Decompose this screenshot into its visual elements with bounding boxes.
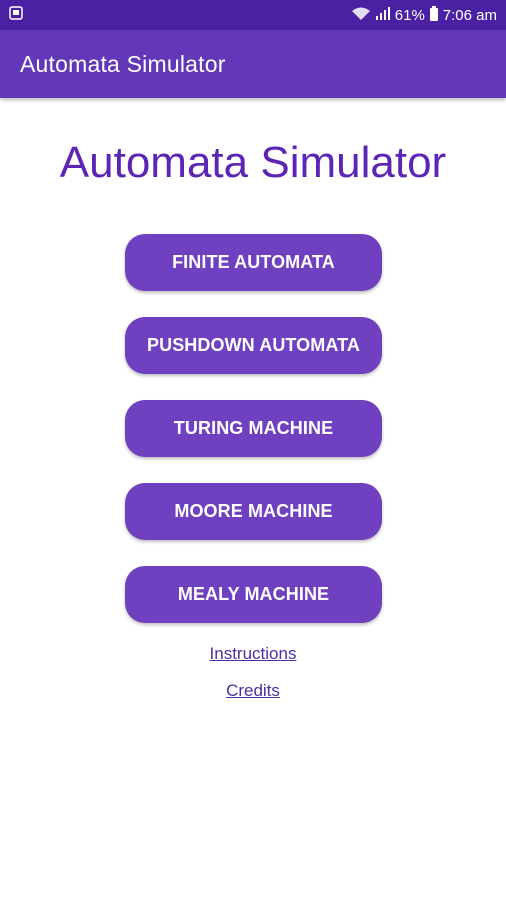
finite-automata-button[interactable]: FINITE AUTOMATA (125, 234, 382, 291)
app-bar-title: Automata Simulator (20, 50, 226, 77)
moore-machine-button[interactable]: MOORE MACHINE (125, 483, 382, 540)
status-bar: 61% 7:06 am (0, 0, 506, 30)
footer-links: Instructions Credits (0, 642, 506, 716)
app-bar: Automata Simulator (0, 30, 506, 98)
instructions-link[interactable]: Instructions (209, 644, 297, 663)
mealy-machine-button[interactable]: MEALY MACHINE (125, 566, 382, 623)
signal-icon (375, 6, 391, 24)
page-heading: Automata Simulator (59, 138, 447, 187)
screenshot-icon (9, 6, 23, 24)
status-time: 7:06 am (442, 6, 497, 24)
status-right: 61% 7:06 am (351, 5, 497, 25)
turing-machine-button[interactable]: TURING MACHINE (125, 400, 382, 457)
battery-icon (429, 5, 439, 25)
wifi-icon (351, 6, 371, 25)
pushdown-automata-button[interactable]: PUSHDOWN AUTOMATA (125, 317, 382, 374)
status-left (9, 6, 23, 24)
automata-menu: FINITE AUTOMATA PUSHDOWN AUTOMATA TURING… (125, 234, 382, 649)
battery-percent: 61% (394, 6, 425, 24)
credits-link[interactable]: Credits (226, 681, 280, 700)
